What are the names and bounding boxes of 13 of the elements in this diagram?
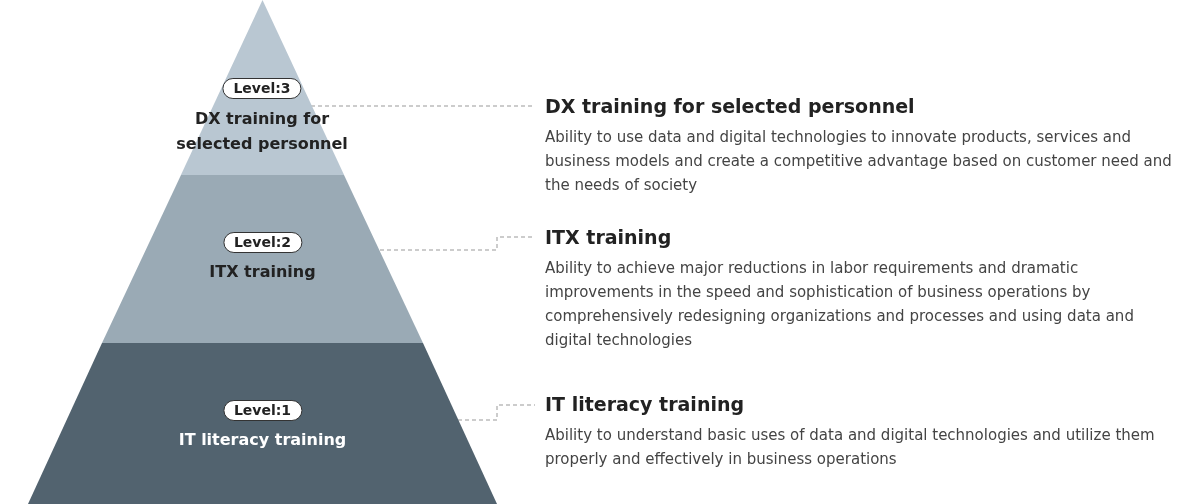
tier-title: IT literacy training	[177, 429, 348, 451]
description-heading: ITX training	[545, 225, 673, 250]
description-text: Ability to use data and digital technologies to innovate products, services and business models and create a competitive advantage based on customer need and the needs of society	[545, 127, 1173, 196]
description-heading: IT literacy training	[545, 392, 746, 417]
tier-title: ITX training	[208, 261, 317, 283]
description-text: Ability to understand basic uses of data and digital technologies and utilize them properly and effectively in business operations	[545, 425, 1156, 470]
level-badge: Level:2	[222, 232, 303, 253]
level-badge: Level:1	[222, 400, 303, 421]
description-heading: DX training for selected personnel	[545, 94, 916, 119]
tier-title: DX training for selected personnel	[175, 108, 349, 155]
leader-line	[457, 404, 536, 421]
level-badge: Level:3	[222, 78, 302, 99]
description-text: Ability to achieve major reductions in labor requirements and dramatic improvements in the speed and sophistication of business operations by comprehensively redesigning organizations and processes and using data and digital technologies	[545, 258, 1135, 351]
